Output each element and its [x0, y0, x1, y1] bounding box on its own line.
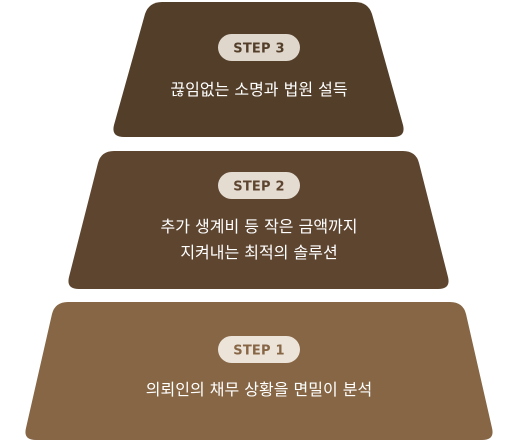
- step-2-badge: [218, 172, 300, 199]
- tier-step-1: STEP 1 의뢰인의 채무 상황을 면밀이 분석: [25, 302, 493, 440]
- step-3-text-line-1: 끊임없는 소명과 법원 설득: [170, 80, 347, 99]
- tier-step-3-shape: [113, 2, 404, 137]
- step-1-text-line-1: 의뢰인의 채무 상황을 면밀이 분석: [146, 380, 372, 399]
- step-2-text-line-2: 지켜내는 최적의 솔루션: [180, 243, 337, 262]
- step-2-text-line-1: 추가 생계비 등 작은 금액까지: [161, 217, 358, 236]
- tier-step-1-shape: [25, 302, 493, 440]
- step-1-badge: [218, 336, 300, 363]
- tier-step-2-shape: [68, 151, 449, 289]
- step-3-label: STEP 3: [233, 42, 284, 57]
- tier-step-3: STEP 3 끊임없는 소명과 법원 설득: [113, 2, 404, 137]
- step-3-badge: [218, 34, 300, 61]
- step-2-label: STEP 2: [233, 180, 284, 195]
- step-1-label: STEP 1: [233, 344, 284, 359]
- tier-step-2: STEP 2 추가 생계비 등 작은 금액까지 지켜내는 최적의 솔루션: [68, 151, 449, 289]
